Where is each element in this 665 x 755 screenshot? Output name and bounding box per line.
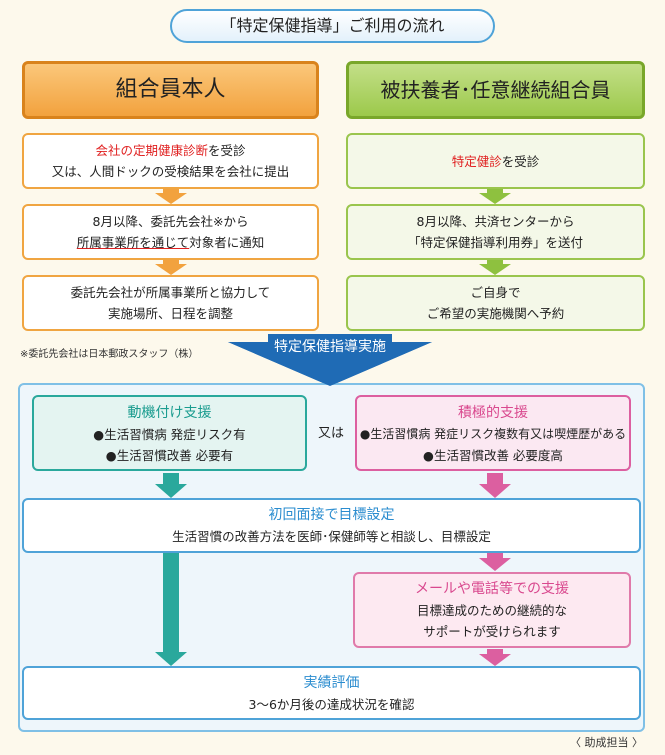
- active-heading: 積極的支援: [458, 405, 528, 421]
- arrow-down-icon: [155, 260, 187, 275]
- or-label: 又は: [317, 426, 344, 441]
- text: を受診: [501, 153, 540, 169]
- right-step-2: 8月以降、共済センターから 「特定保健指導利用券」を送付: [346, 204, 645, 260]
- arrow-down-icon: [479, 553, 511, 571]
- banner-arrow-shape: [228, 334, 432, 386]
- member-header: 組合員本人: [22, 61, 319, 119]
- text: ●生活習慣改善 必要有: [105, 448, 234, 463]
- left-step-1: 会社の定期健康診断を受診 又は、人間ドックの受検結果を会社に提出: [22, 133, 319, 189]
- mail-phone-support-box: メールや電話等での支援 目標達成のための継続的な サポートが受けられます: [353, 572, 631, 648]
- interview-heading: 初回面接で目標設定: [268, 507, 395, 523]
- text: 又は、人間ドックの受検結果を会社に提出: [51, 164, 290, 179]
- text: 8月以降、共済センターから: [416, 214, 575, 229]
- checkup-label: 会社の定期健康診断: [95, 143, 208, 158]
- text: 委託先会社が所属事業所と協力して: [70, 285, 271, 300]
- text: ●生活習慣病 発症リスク有: [93, 427, 246, 442]
- support-heading: メールや電話等での支援: [415, 581, 569, 597]
- text: 生活習慣の改善方法を医師･保健師等と相談し、目標設定: [172, 529, 491, 544]
- text: を受診: [208, 143, 246, 158]
- arrow-down-icon: [155, 189, 187, 204]
- initial-interview-box: 初回面接で目標設定 生活習慣の改善方法を医師･保健師等と相談し、目標設定: [22, 498, 641, 553]
- left-step-2: 8月以降、委託先会社※から 所属事業所を通じて対象者に通知: [22, 204, 319, 260]
- text: 3～6か月後の達成状況を確認: [248, 697, 415, 712]
- text: ご自身で: [470, 285, 521, 300]
- text: ご希望の実施機関へ予約: [426, 306, 565, 321]
- text: 目標達成のための継続的な: [416, 603, 567, 618]
- checkup-label: 特定健診: [451, 153, 502, 169]
- arrow-down-icon: [479, 260, 511, 275]
- text: 8月以降、委託先会社※から: [92, 214, 249, 229]
- right-step-3: ご自身で ご希望の実施機関へ予約: [346, 275, 645, 331]
- arrow-down-icon: [479, 189, 511, 204]
- text: ●生活習慣改善 必要度高: [423, 448, 563, 463]
- left-step-3: 委託先会社が所属事業所と協力して 実施場所、日程を調整: [22, 275, 319, 331]
- text: ●生活習慣病 発症リスク複数有又は喫煙歴がある: [359, 427, 627, 441]
- banner-label: 特定保健指導実施: [274, 339, 386, 355]
- evaluation-box: 実績評価 3～6か月後の達成状況を確認: [22, 666, 641, 720]
- evaluation-heading: 実績評価: [303, 675, 360, 691]
- department-label: 〈 助成担当 〉: [570, 736, 643, 749]
- right-step-1: 特定健診を受診: [346, 133, 645, 189]
- text: 対象者に通知: [189, 235, 265, 250]
- footnote: ※委託先会社は日本郵政スタッフ（株）: [20, 349, 199, 360]
- arrow-down-icon: [155, 553, 187, 666]
- text: 実施場所、日程を調整: [107, 306, 233, 321]
- arrow-down-icon: [479, 649, 511, 666]
- office-label: 所属事業所を通じて: [76, 235, 190, 250]
- dependent-header: 被扶養者･任意継続組合員: [346, 61, 645, 119]
- text: 「特定保健指導利用券」を送付: [407, 235, 583, 250]
- motivation-support-box: 動機付け支援 ●生活習慣病 発症リスク有 ●生活習慣改善 必要有: [32, 395, 307, 471]
- arrow-down-icon: [155, 473, 187, 498]
- motivation-heading: 動機付け支援: [127, 405, 212, 421]
- page-title: 「特定保健指導」ご利用の流れ: [170, 9, 495, 43]
- text: サポートが受けられます: [423, 624, 561, 639]
- active-support-box: 積極的支援 ●生活習慣病 発症リスク複数有又は喫煙歴がある ●生活習慣改善 必要…: [355, 395, 631, 471]
- arrow-down-icon: [479, 473, 511, 498]
